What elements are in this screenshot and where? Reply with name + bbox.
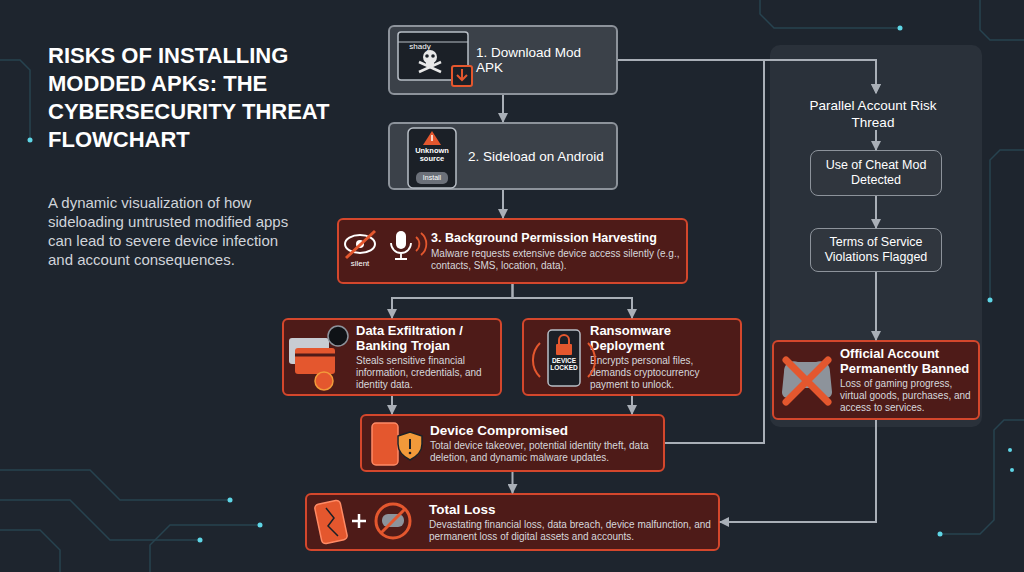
circuit-trace [0, 470, 230, 500]
thread-panel: Parallel Account Risk ThreadUse of Cheat… [770, 45, 982, 427]
circuit-trace [760, 0, 900, 28]
outcome-box: Official Account Permanently BannedLoss … [772, 340, 980, 420]
node-heading: Device Compromised [430, 423, 657, 438]
node-body: Loss of gaming progress, virtual goods, … [840, 378, 972, 414]
circuit-trace [0, 500, 200, 540]
node-heading: 1. Download Mod APK [476, 45, 610, 75]
circuit-node [938, 532, 943, 537]
threat-box: Data Exfiltration / Banking TrojanSteals… [282, 318, 502, 396]
node-heading: Ransomware Deployment [590, 323, 734, 353]
node-heading: Terms of Service Violations Flagged [817, 235, 935, 265]
circuit-node [28, 26, 1015, 543]
circuit-node [898, 26, 903, 31]
circuit-trace [990, 150, 1024, 300]
circuit-node [228, 498, 233, 503]
node-heading: Official Account Permanently Banned [840, 346, 972, 376]
diagram-caption: A dynamic visualization of how sideloadi… [48, 193, 293, 269]
circuit-trace [980, 0, 1024, 40]
threat-box: Device CompromisedTotal device takeover,… [360, 414, 665, 472]
circuit-node [1010, 468, 1014, 472]
threat-box: Ransomware DeploymentEncrypts personal f… [522, 318, 742, 396]
icon-text: silent [342, 260, 378, 268]
node-body: Devastating financial loss, data breach,… [429, 519, 712, 543]
process-box: Terms of Service Violations Flagged [810, 228, 942, 272]
icon-text: Unknown source [410, 147, 454, 163]
threat-box: 3. Background Permission HarvestingMalwa… [337, 218, 688, 284]
process-box: 1. Download Mod APK [388, 25, 618, 95]
circuit-node [258, 523, 263, 528]
diagram-title: RISKS OF INSTALLING MODDED APKs: THE CYB… [48, 42, 348, 154]
node-heading: 2. Sideload on Android [468, 149, 610, 164]
flow-arrow [512, 472, 514, 493]
flow-arrow [720, 420, 876, 522]
node-heading: Use of Cheat Mod Detected [817, 158, 935, 188]
node-heading: Data Exfiltration / Banking Trojan [356, 323, 494, 353]
circuit-trace [0, 60, 30, 140]
node-body: Total device takeover, potential identit… [430, 440, 657, 464]
circuit-trace [0, 530, 60, 572]
circuit-trace [150, 525, 260, 572]
circuit-node [28, 138, 33, 143]
button-text: Install [416, 174, 448, 181]
process-box: Use of Cheat Mod Detected [810, 150, 942, 196]
flow-arrow [392, 284, 513, 318]
flow-arrow [502, 95, 504, 122]
node-heading: Total Loss [429, 502, 712, 517]
flow-arrow [513, 284, 633, 318]
node-body: Steals sensitive financial information, … [356, 355, 494, 391]
node-body: Malware requests extensive device access… [431, 248, 680, 272]
flow-arrow [502, 190, 504, 218]
flow-arrow [631, 396, 633, 414]
circuit-node [988, 298, 993, 303]
icon-text: DEVICE LOCKED [549, 358, 579, 372]
node-heading: 3. Background Permission Harvesting [431, 231, 680, 246]
node-heading: Parallel Account Risk Thread [803, 97, 943, 131]
circuit-node [1008, 448, 1012, 452]
circuit-node [198, 538, 203, 543]
outcome-box: Total LossDevastating financial loss, da… [305, 493, 720, 551]
circuit-trace [940, 420, 1024, 534]
node-body: Encrypts personal files, demands cryptoc… [590, 355, 734, 391]
icon-text: shady [400, 43, 440, 51]
flow-arrow [391, 396, 393, 414]
